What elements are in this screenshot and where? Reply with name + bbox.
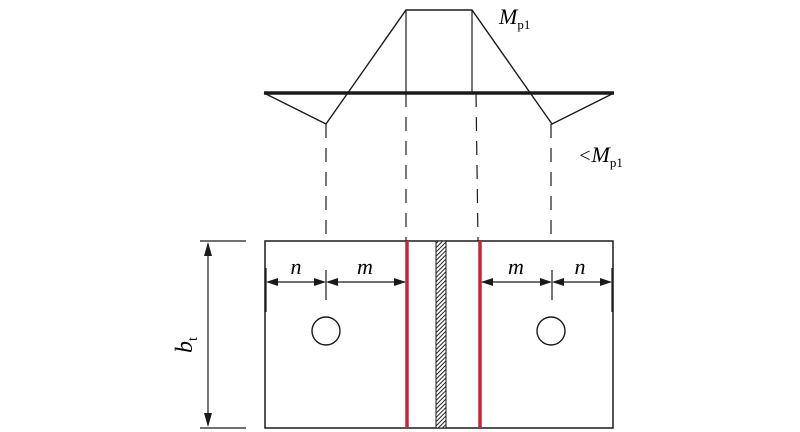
label-m-left: m	[357, 254, 373, 279]
label-n-left: n	[291, 254, 302, 279]
dimension-lines	[265, 268, 613, 312]
label-n-right: n	[575, 254, 586, 279]
arrow-m-right-start	[481, 278, 493, 286]
projection-lines	[325, 92, 552, 242]
arrow-m-left-start	[326, 278, 338, 286]
label-m-right: m	[508, 254, 524, 279]
arrow-n-left-end	[314, 278, 326, 286]
label-moment-top: Mp1	[498, 4, 530, 32]
bolt-hole-left	[311, 316, 341, 346]
arrow-m-left-end	[394, 278, 406, 286]
width-arrow-bottom	[204, 413, 212, 427]
arrow-m-right-end	[540, 278, 552, 286]
bolt-hole-right	[536, 316, 566, 346]
label-width: bt	[172, 337, 201, 353]
flange-plate	[264, 240, 614, 429]
width-dimension	[200, 240, 246, 429]
arrow-n-right-start	[552, 278, 564, 286]
arrow-n-right-end	[600, 278, 612, 286]
projection-weld-right	[475, 92, 479, 242]
moment-diagram	[263, 9, 615, 125]
moment-curve	[263, 9, 615, 125]
width-arrow-top	[204, 242, 212, 256]
arrow-n-left-start	[266, 278, 278, 286]
label-moment-bottom: <Mp1	[578, 142, 623, 170]
web-section-hatched	[435, 240, 447, 429]
